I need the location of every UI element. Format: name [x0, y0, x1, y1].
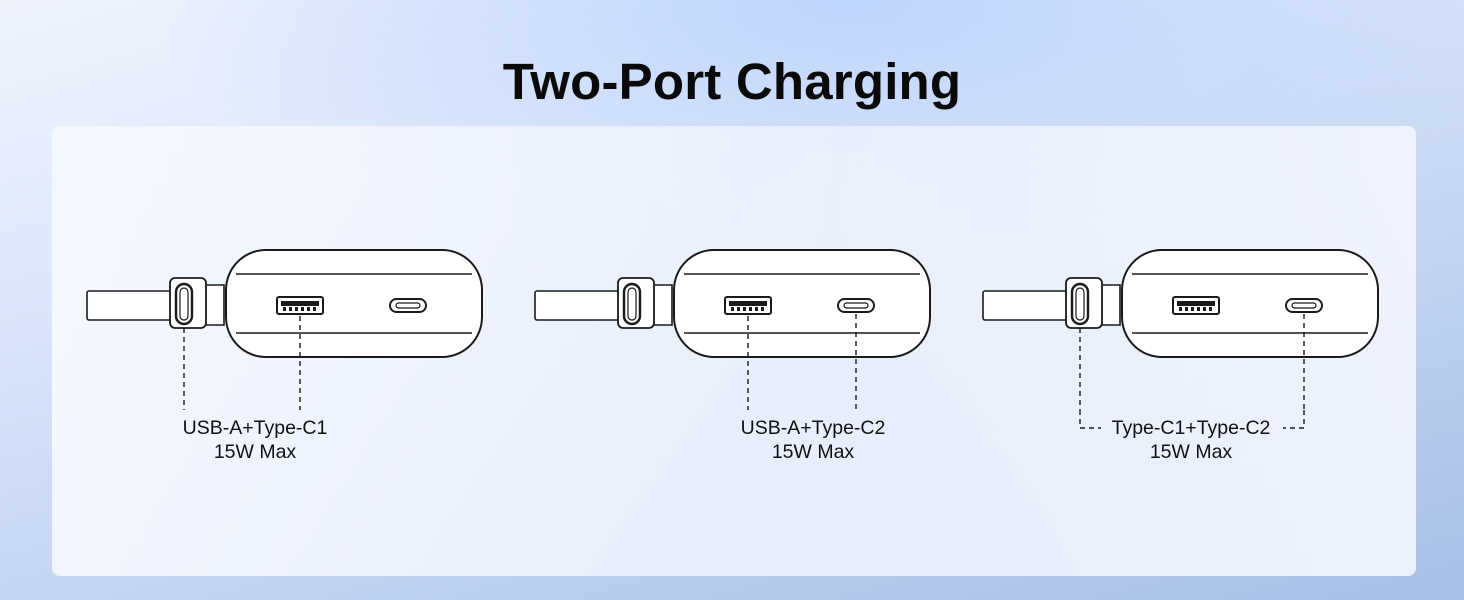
cable-c1-port-icon	[174, 282, 194, 326]
power-bank-2	[534, 249, 931, 410]
usb-a-pin	[1203, 307, 1206, 311]
config-2-label: USB-A+Type-C2 15W Max	[741, 416, 886, 464]
type-c2-port-icon	[1285, 298, 1323, 313]
usb-a-pin	[307, 307, 310, 311]
usb-a-pin	[313, 307, 316, 311]
usb-a-port-tongue	[1177, 301, 1215, 306]
usb-a-pin	[755, 307, 758, 311]
type-c2-port-inner	[395, 302, 421, 309]
cable-c1-port-inner	[627, 287, 637, 321]
leader-joint-right	[1283, 410, 1305, 429]
usb-a-pin	[301, 307, 304, 311]
config-1-ports: USB-A+Type-C1	[182, 417, 328, 439]
bank-body	[673, 249, 931, 358]
type-c2-port-inner	[843, 302, 869, 309]
config-3-ports: Type-C1+Type-C2	[1111, 417, 1271, 439]
usb-a-pin	[1191, 307, 1194, 311]
type-c2-port-icon	[837, 298, 875, 313]
usb-a-pin	[743, 307, 746, 311]
bank-body	[1121, 249, 1379, 358]
usb-a-pin	[731, 307, 734, 311]
usb-a-pin	[749, 307, 752, 311]
leader-joint-left	[1079, 410, 1101, 429]
bank-body	[225, 249, 483, 358]
config-2-power: 15W Max	[771, 441, 855, 463]
usb-a-port-tongue	[281, 301, 319, 306]
usb-a-pin	[283, 307, 286, 311]
cable-c1-port-inner	[179, 287, 189, 321]
type-c2-port-inner	[1291, 302, 1317, 309]
cable-c1-port-icon	[1070, 282, 1090, 326]
cable-c1-port-icon	[622, 282, 642, 326]
usb-a-pin	[295, 307, 298, 311]
usb-a-pin	[1179, 307, 1182, 311]
power-bank-3	[982, 249, 1379, 429]
usb-a-pin	[1197, 307, 1200, 311]
usb-a-pin	[289, 307, 292, 311]
config-2-ports: USB-A+Type-C2	[740, 417, 886, 439]
usb-a-pin	[1185, 307, 1188, 311]
usb-a-port-tongue	[729, 301, 767, 306]
page-title: Two-Port Charging	[502, 53, 962, 110]
usb-a-pin	[737, 307, 740, 311]
cable-c1-port-inner	[1075, 287, 1085, 321]
usb-a-pin	[761, 307, 764, 311]
config-1-label: USB-A+Type-C1 15W Max	[183, 416, 328, 464]
type-c2-port-icon	[389, 298, 427, 313]
config-3-label: Type-C1+Type-C2 15W Max	[1112, 416, 1271, 464]
config-1-power: 15W Max	[213, 441, 297, 463]
config-3-power: 15W Max	[1149, 441, 1233, 463]
usb-a-pin	[1209, 307, 1212, 311]
power-bank-1	[86, 249, 483, 410]
